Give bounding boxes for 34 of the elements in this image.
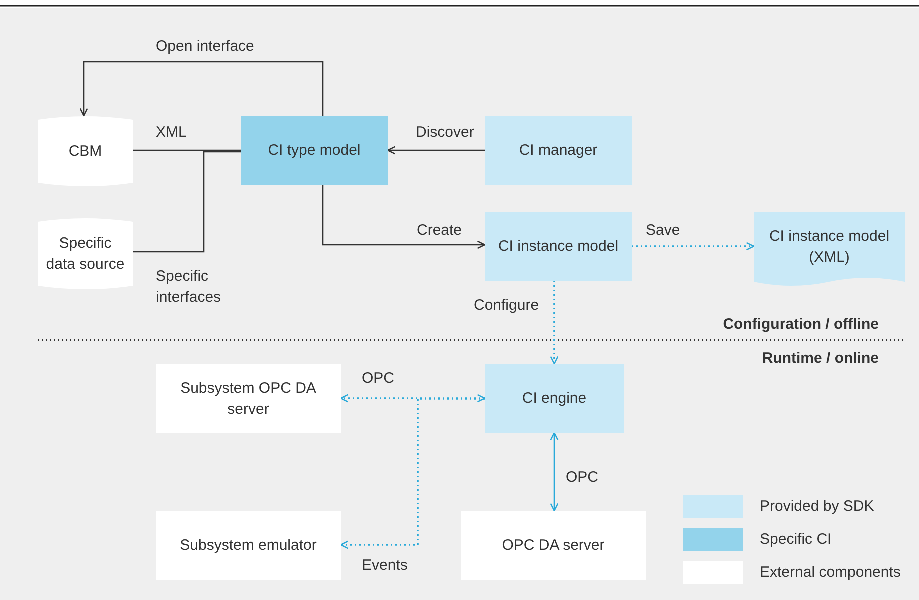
data-source-shape bbox=[38, 116, 133, 187]
connector-arrow bbox=[387, 146, 485, 155]
node-label: CI instance model bbox=[498, 237, 619, 257]
node-label: Subsystem emulator bbox=[180, 536, 317, 556]
connector-arrow bbox=[340, 394, 486, 403]
node-label: CBM bbox=[68, 142, 102, 162]
legend-label: Provided by SDK bbox=[760, 497, 874, 517]
data-source-shape bbox=[38, 218, 133, 290]
component-box bbox=[156, 364, 341, 433]
connector-line bbox=[133, 151, 241, 253]
legend-label: External components bbox=[760, 563, 901, 583]
node-label: CI instance model (XML) bbox=[768, 227, 891, 268]
component-box bbox=[485, 212, 632, 281]
node-label: Subsystem OPC DA server bbox=[180, 378, 318, 420]
connector-arrow bbox=[80, 61, 324, 117]
component-box bbox=[485, 364, 624, 433]
component-box bbox=[485, 116, 632, 185]
node-label: Specific data source bbox=[46, 234, 125, 275]
node-label: CI type model bbox=[268, 141, 361, 161]
section-label: Runtime / online bbox=[762, 349, 879, 369]
connector-arrow bbox=[340, 398, 485, 550]
node-label: CI manager bbox=[519, 141, 598, 161]
connector-line bbox=[133, 150, 241, 152]
connector-arrow bbox=[550, 432, 559, 512]
section-label: Configuration / offline bbox=[723, 315, 879, 335]
component-box bbox=[461, 511, 646, 580]
connector-arrow bbox=[550, 281, 559, 365]
component-box bbox=[156, 511, 341, 580]
component-box bbox=[241, 116, 388, 185]
connector-arrow bbox=[322, 185, 486, 250]
legend-label: Specific CI bbox=[760, 530, 832, 550]
node-label: CI engine bbox=[522, 389, 587, 409]
connector-arrow bbox=[632, 242, 755, 251]
node-label: OPC DA server bbox=[502, 536, 605, 556]
